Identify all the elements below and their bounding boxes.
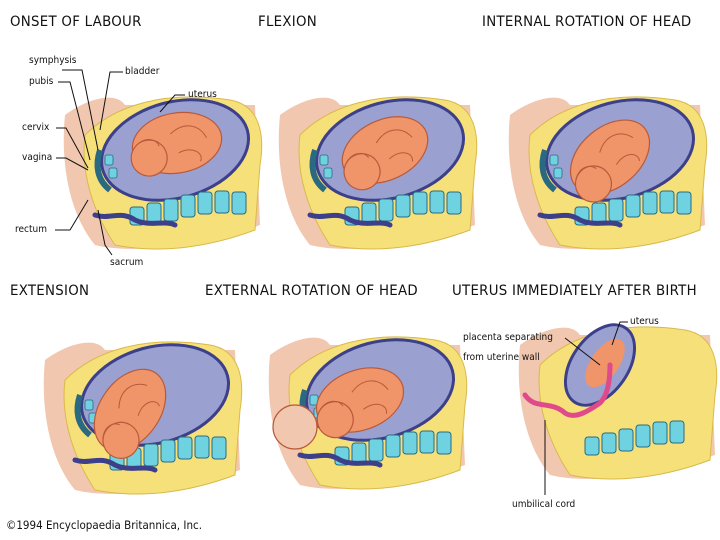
panel-title-internal-rotation: INTERNAL ROTATION OF HEAD bbox=[482, 14, 692, 30]
label-placenta-line1: placenta separating bbox=[463, 332, 553, 343]
label-bladder: bladder bbox=[125, 66, 160, 77]
label-rectum: rectum bbox=[15, 224, 47, 235]
label-pubis: pubis bbox=[29, 76, 54, 87]
copyright-notice: ©1994 Encyclopaedia Britannica, Inc. bbox=[6, 518, 202, 532]
panel-title-after-birth: UTERUS IMMEDIATELY AFTER BIRTH bbox=[452, 283, 697, 299]
label-symphysis: symphysis bbox=[29, 55, 77, 66]
diagram-external-rotation bbox=[260, 335, 470, 505]
label-vagina: vagina bbox=[22, 152, 53, 163]
panel-title-onset: ONSET OF LABOUR bbox=[10, 14, 142, 30]
umbilical-cord-shape bbox=[522, 362, 613, 418]
label-sacrum: sacrum bbox=[110, 257, 144, 268]
panel-title-flexion: FLEXION bbox=[258, 14, 318, 30]
label-placenta-line2: from uterine wall bbox=[463, 352, 540, 363]
label-umbilical-cord: umbilical cord bbox=[512, 499, 576, 510]
panel-title-external-rotation: EXTERNAL ROTATION OF HEAD bbox=[205, 283, 418, 299]
label-cervix: cervix bbox=[22, 122, 50, 133]
panel-title-extension: EXTENSION bbox=[10, 283, 90, 299]
baby-head bbox=[272, 404, 318, 450]
label-uterus: uterus bbox=[188, 89, 217, 100]
label-uterus-after-birth: uterus bbox=[630, 316, 659, 327]
